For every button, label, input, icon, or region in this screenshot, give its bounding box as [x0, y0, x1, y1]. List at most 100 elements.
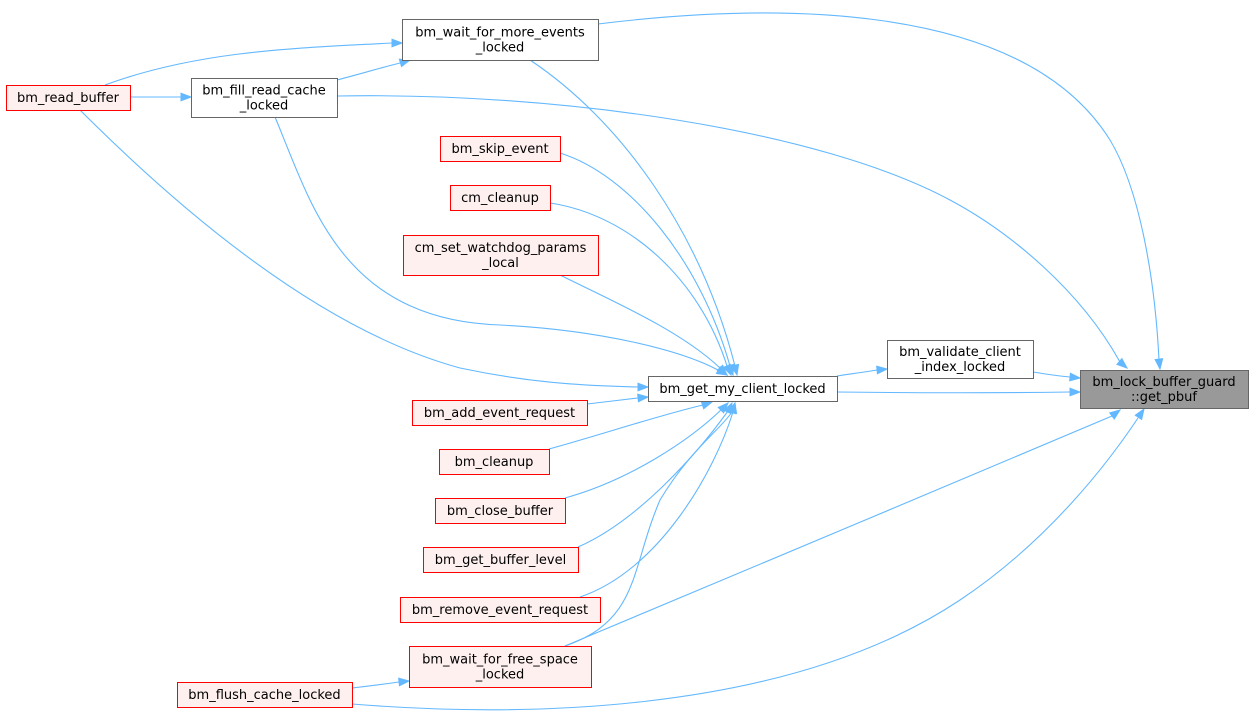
edge-line — [548, 404, 704, 450]
edge-line — [336, 62, 401, 81]
node-add-event[interactable]: bm_add_event_request — [412, 400, 588, 426]
edge-get_my_client-to-validate — [836, 365, 889, 377]
node-box[interactable] — [177, 682, 353, 708]
node-label: bm_remove_event_request — [412, 603, 588, 618]
node-box[interactable] — [403, 235, 599, 276]
edge-read_buffer-to-get_my_client — [79, 109, 650, 392]
node-box[interactable] — [440, 136, 561, 162]
edge-fill_cache-to-get_pbuf — [336, 95, 1129, 369]
edge-line — [1032, 371, 1071, 378]
node-get-my-client[interactable]: bm_get_my_client_locked — [648, 376, 838, 402]
arrowhead-icon — [391, 38, 404, 48]
node-box[interactable] — [887, 340, 1034, 379]
node-validate[interactable]: bm_validate_client_index_locked — [887, 340, 1034, 379]
arrowhead-icon — [1116, 357, 1129, 369]
node-box[interactable] — [191, 78, 338, 118]
node-label: _index_locked — [914, 360, 1006, 375]
node-bm-cleanup[interactable]: bm_cleanup — [439, 449, 550, 475]
node-label: bm_flush_cache_locked — [188, 688, 340, 703]
edge-line — [104, 42, 393, 86]
node-label: bm_lock_buffer_guard — [1092, 375, 1235, 390]
node-box[interactable] — [402, 19, 599, 61]
edge-validate-to-get_pbuf — [1032, 371, 1082, 382]
arrowhead-icon — [1108, 409, 1122, 420]
edge-line — [274, 116, 719, 371]
node-cm-watchdog[interactable]: cm_set_watchdog_params_local — [403, 235, 599, 276]
edge-line — [597, 12, 1160, 361]
node-label: bm_get_buffer_level — [435, 553, 566, 568]
node-box[interactable] — [648, 376, 838, 402]
edge-line — [336, 95, 1121, 363]
node-read-buffer[interactable]: bm_read_buffer — [6, 85, 131, 111]
edge-line — [836, 369, 878, 377]
node-label: cm_cleanup — [461, 191, 539, 206]
node-label: bm_close_buffer — [447, 504, 554, 519]
node-box[interactable] — [400, 597, 601, 623]
node-remove-event[interactable]: bm_remove_event_request — [400, 597, 601, 623]
nodes-layer: bm_lock_buffer_guard::get_pbuf bm_validat… — [6, 19, 1249, 708]
edge-add_event-to-get_my_client — [586, 393, 650, 405]
arrowhead-icon — [1154, 358, 1164, 371]
node-get-pbuf[interactable]: bm_lock_buffer_guard::get_pbuf — [1080, 370, 1249, 409]
arrowhead-icon — [637, 382, 650, 392]
node-box[interactable] — [6, 85, 131, 111]
edge-line — [586, 397, 639, 405]
arrowhead-icon — [700, 401, 714, 410]
edge-cm_watchdog-to-get_my_client — [559, 274, 728, 376]
node-label: bm_cleanup — [455, 455, 534, 470]
edge-read_buffer-to-fill_cache — [129, 92, 193, 102]
edge-line — [836, 391, 1071, 394]
arrowhead-icon — [1134, 407, 1145, 421]
node-box[interactable] — [412, 400, 588, 426]
arrowhead-icon — [180, 92, 193, 102]
arrowhead-icon — [722, 363, 732, 377]
node-box[interactable] — [423, 547, 579, 573]
edge-wait_free-to-get_pbuf — [564, 409, 1122, 647]
edge-wait_free-to-get_my_client — [564, 401, 736, 647]
arrowhead-icon — [398, 677, 411, 687]
node-box[interactable] — [435, 498, 566, 524]
edge-line — [351, 417, 1139, 711]
edge-line — [559, 152, 731, 367]
edge-read_buffer-to-wait_more — [104, 38, 404, 86]
edge-line — [559, 274, 721, 369]
arrowhead-icon — [1069, 372, 1082, 382]
node-skip-event[interactable]: bm_skip_event — [440, 136, 561, 162]
node-fill-cache[interactable]: bm_fill_read_cache_locked — [191, 78, 338, 118]
edge-close_buffer-to-get_my_client — [564, 402, 729, 499]
edge-wait_more-to-get_pbuf — [597, 12, 1164, 371]
node-cm-cleanup[interactable]: cm_cleanup — [450, 185, 551, 211]
node-close-buffer[interactable]: bm_close_buffer — [435, 498, 566, 524]
edge-line — [529, 59, 736, 367]
node-label: _local — [481, 256, 519, 271]
node-box[interactable] — [450, 185, 551, 211]
node-label: cm_set_watchdog_params — [415, 241, 587, 256]
edge-wait_more-to-get_my_client — [529, 59, 740, 377]
node-box[interactable] — [439, 449, 550, 475]
node-label: _locked — [239, 99, 289, 114]
edge-fill_cache-to-wait_more — [336, 58, 412, 81]
node-box[interactable] — [1080, 370, 1249, 409]
edge-line — [577, 410, 729, 548]
node-wait-free[interactable]: bm_wait_for_free_space_locked — [409, 646, 592, 688]
node-label: bm_wait_for_free_space — [422, 653, 578, 668]
edge-get_my_client-to-get_pbuf — [836, 387, 1082, 397]
edge-line — [549, 202, 728, 367]
edge-line — [579, 411, 734, 598]
node-label: bm_read_buffer — [17, 91, 120, 106]
node-label: bm_add_event_request — [424, 406, 575, 421]
node-buffer-level[interactable]: bm_get_buffer_level — [423, 547, 579, 573]
node-box[interactable] — [409, 646, 592, 688]
node-label: bm_get_my_client_locked — [659, 382, 825, 397]
edge-cm_cleanup-to-get_my_client — [549, 202, 732, 377]
node-wait-more[interactable]: bm_wait_for_more_events_locked — [402, 19, 599, 61]
arrowhead-icon — [716, 364, 728, 376]
arrowhead-icon — [637, 393, 650, 403]
node-label: bm_fill_read_cache — [202, 84, 326, 99]
node-label: bm_wait_for_more_events — [415, 26, 585, 41]
arrowhead-icon — [876, 365, 889, 375]
edge-remove_event-to-get_my_client — [579, 401, 738, 598]
node-flush-cache[interactable]: bm_flush_cache_locked — [177, 682, 353, 708]
edge-flush_cache-to-wait_free — [351, 677, 411, 689]
